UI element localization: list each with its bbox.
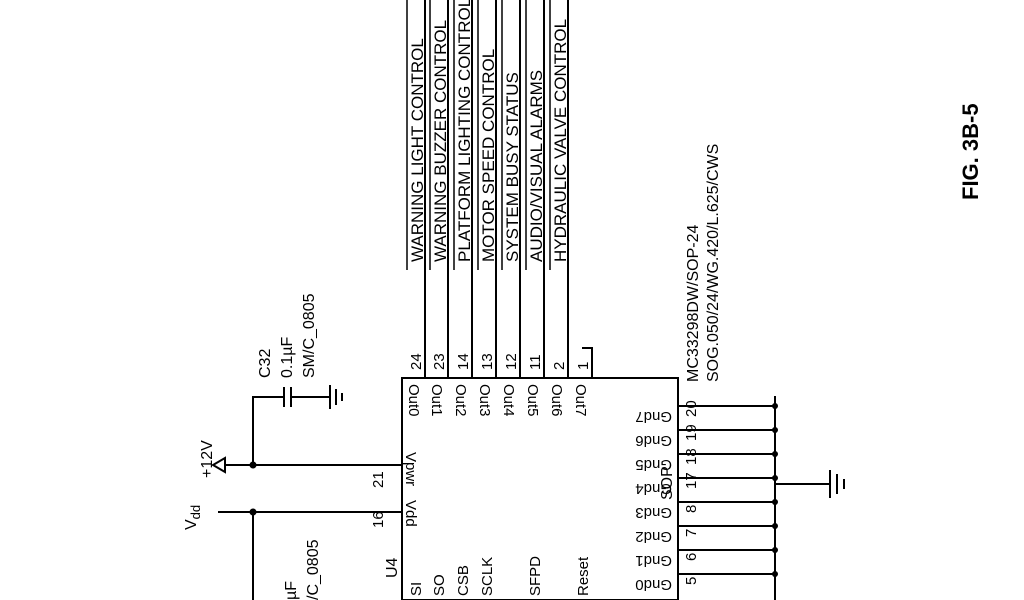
left-pin-name: SCLK <box>479 557 496 596</box>
output-signal-label: SYSTEM BUSY STATUS <box>503 72 522 262</box>
chip-type: SOP <box>659 466 676 500</box>
vdd-terminal <box>208 507 218 517</box>
ground-pin-name: Gnd1 <box>635 552 672 569</box>
c32-ref: C32 <box>257 349 274 378</box>
chip-package: SOG.050/24/WG.420/L.625/CWS <box>705 144 722 382</box>
ground-pin-name: Gnd0 <box>635 576 672 593</box>
left-pin-name: CSB <box>455 565 472 596</box>
output-pin-name: Out3 <box>476 384 493 417</box>
output-pin-number: 13 <box>479 353 496 370</box>
output-pin-number: 1 <box>575 362 592 370</box>
ground-pin-number: 5 <box>683 577 700 585</box>
left-pin-name: SI <box>408 582 425 596</box>
ground-pin-name: Gnd7 <box>635 408 672 425</box>
ground-pin-number: 19 <box>683 424 700 441</box>
output-signal-label: WARNING LIGHT CONTROL <box>408 38 427 262</box>
chip-part-number: MC33298DW/SOP-24 <box>685 225 702 382</box>
ground-pin-name: Gnd6 <box>635 432 672 449</box>
output-pin-name: Out7 <box>572 384 589 417</box>
output-pin-number: 11 <box>527 354 544 370</box>
ground-pin-name: Gnd3 <box>635 504 672 521</box>
c32-value: 0.1µF <box>279 337 296 378</box>
chip-ref: U4 <box>384 557 401 578</box>
vdd-pin-name: Vdd <box>402 500 419 527</box>
output-pin-number: 12 <box>503 353 520 370</box>
output-signal-label: PLATFORM LIGHTING CONTROL <box>455 0 474 262</box>
lower-cap-footprint: /C_0805 <box>305 539 322 600</box>
vdd-pin-number: 16 <box>370 511 387 528</box>
ground-pin-number: 7 <box>683 529 700 537</box>
output-pin-number: 14 <box>455 353 472 370</box>
ground-pins: Gnd0 5 Gnd1 6 Gnd2 7 Gnd3 8 Gnd4 17 Gnd5 18 Gnd6 19 Gn… <box>635 400 778 593</box>
output-signal-label: AUDIO/VISUAL ALARMS <box>527 70 546 262</box>
output-pin-name: Out0 <box>405 384 422 417</box>
ground-pin-number: 6 <box>683 553 700 561</box>
output-pin-number: 24 <box>408 353 425 370</box>
ground-symbol <box>829 470 845 498</box>
ground-pin-name: Gnd2 <box>635 528 672 545</box>
left-pin-name: Reset <box>575 556 592 596</box>
left-pins: SI SO CSB SCLK SFPD Reset <box>408 556 592 596</box>
output-pin-name: Out5 <box>524 384 541 417</box>
c32-wire <box>252 396 284 465</box>
c32-ground-symbol <box>329 385 343 409</box>
figure-label: FIG. 3B-5 <box>958 103 983 200</box>
output-pin-name: Out6 <box>548 384 565 417</box>
output-pin-name: Out1 <box>428 384 445 417</box>
ground-pin-number: 17 <box>683 472 700 489</box>
output-signal-label: WARNING BUZZER CONTROL <box>431 20 450 262</box>
ground-pin-number: 20 <box>683 400 700 417</box>
left-pin-name: SO <box>431 574 448 596</box>
ground-pin-number: 8 <box>683 505 700 513</box>
vpwr-pin-name: Vpwr <box>402 452 419 486</box>
output-pin-name: Out2 <box>452 384 469 417</box>
left-pin-name: SFPD <box>527 556 544 596</box>
ground-pin-number: 18 <box>683 448 700 465</box>
c32-footprint: SM/C_0805 <box>301 293 318 378</box>
vpwr-pin-number: 21 <box>370 471 387 488</box>
output-signal-label: MOTOR SPEED CONTROL <box>479 49 498 262</box>
vdd-rail-label: Vdd <box>183 505 203 530</box>
ground-pin-name: Gnd5 <box>635 456 672 473</box>
vpwr-rail-label: +12V <box>199 440 216 478</box>
output-pin-number: 23 <box>431 353 448 370</box>
output-signal-label: HYDRAULIC VALVE CONTROL <box>551 19 570 262</box>
vpwr-arrow <box>211 456 226 474</box>
chip-body <box>401 377 679 600</box>
output-pin-number: 2 <box>551 362 568 370</box>
output-lead-unused <box>582 347 593 378</box>
ground-pin-name: Gnd4 <box>635 480 672 497</box>
output-pins: Out0 24 WARNING LIGHT CONTROL Out1 23 WARNING… <box>405 0 593 417</box>
lower-cap-value: µF <box>283 581 300 600</box>
output-pin-name: Out4 <box>500 384 517 417</box>
